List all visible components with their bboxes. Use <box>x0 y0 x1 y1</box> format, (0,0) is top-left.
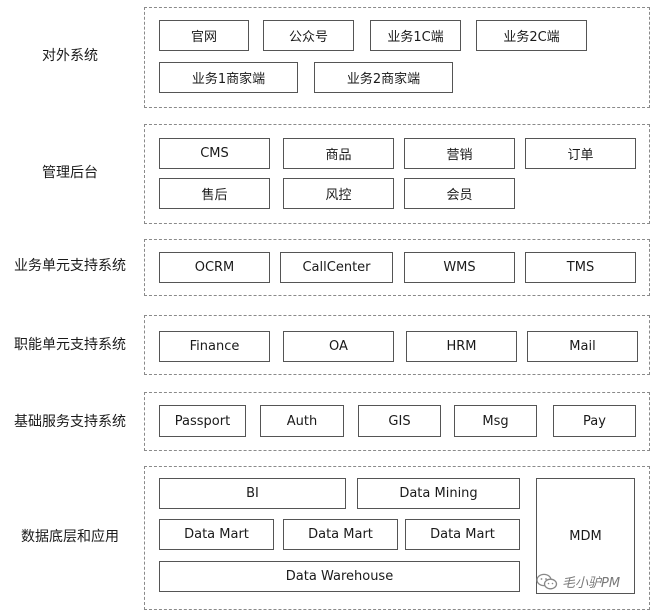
box-finance: Finance <box>159 331 270 362</box>
box-data-mart-1: Data Mart <box>159 519 274 550</box>
box-gis: GIS <box>358 405 441 437</box>
layer-label-functional-support: 职能单元支持系统 <box>14 337 126 353</box>
box-ocrm: OCRM <box>159 252 270 283</box>
layer-business-support: OCRM CallCenter WMS TMS <box>144 239 650 296</box>
box-biz2-c: 业务2C端 <box>476 20 587 51</box>
layer-label-basic-services: 基础服务支持系统 <box>14 414 126 430</box>
watermark-text: 毛小驴PM <box>562 576 621 591</box>
box-bi: BI <box>159 478 346 509</box>
box-goods: 商品 <box>283 138 394 169</box>
box-wms: WMS <box>404 252 515 283</box>
box-after-sales: 售后 <box>159 178 270 209</box>
box-auth: Auth <box>260 405 344 437</box>
box-passport: Passport <box>159 405 246 437</box>
box-biz2-merchant: 业务2商家端 <box>314 62 453 93</box>
layer-external: 官网 公众号 业务1C端 业务2C端 业务1商家端 业务2商家端 <box>144 7 650 108</box>
box-official-site: 官网 <box>159 20 249 51</box>
layer-label-admin: 管理后台 <box>42 165 98 181</box>
layer-label-business-support: 业务单元支持系统 <box>14 258 126 274</box>
box-mdm: MDM <box>536 478 635 594</box>
box-callcenter: CallCenter <box>280 252 393 283</box>
layer-label-external: 对外系统 <box>42 48 98 64</box>
box-members: 会员 <box>404 178 515 209</box>
box-cms: CMS <box>159 138 270 169</box>
box-data-mining: Data Mining <box>357 478 520 509</box>
box-msg: Msg <box>454 405 537 437</box>
box-marketing: 营销 <box>404 138 515 169</box>
watermark: 毛小驴PM <box>536 572 620 591</box>
box-data-mart-2: Data Mart <box>283 519 398 550</box>
box-pay: Pay <box>553 405 636 437</box>
layer-admin: CMS 商品 营销 订单 售后 风控 会员 <box>144 124 650 224</box>
layer-data: BI Data Mining Data Mart Data Mart Data … <box>144 466 650 610</box>
box-orders: 订单 <box>525 138 636 169</box>
box-biz1-c: 业务1C端 <box>370 20 461 51</box>
box-hrm: HRM <box>406 331 517 362</box>
box-oa: OA <box>283 331 394 362</box>
box-data-mart-3: Data Mart <box>405 519 520 550</box>
box-tms: TMS <box>525 252 636 283</box>
wechat-icon <box>536 573 558 591</box>
box-data-warehouse: Data Warehouse <box>159 561 520 592</box>
box-official-account: 公众号 <box>263 20 354 51</box>
layer-basic-services: Passport Auth GIS Msg Pay <box>144 392 650 451</box>
box-biz1-merchant: 业务1商家端 <box>159 62 298 93</box>
box-risk-control: 风控 <box>283 178 394 209</box>
layer-functional-support: Finance OA HRM Mail <box>144 315 650 375</box>
box-mail: Mail <box>527 331 638 362</box>
layer-label-data: 数据底层和应用 <box>21 529 119 545</box>
